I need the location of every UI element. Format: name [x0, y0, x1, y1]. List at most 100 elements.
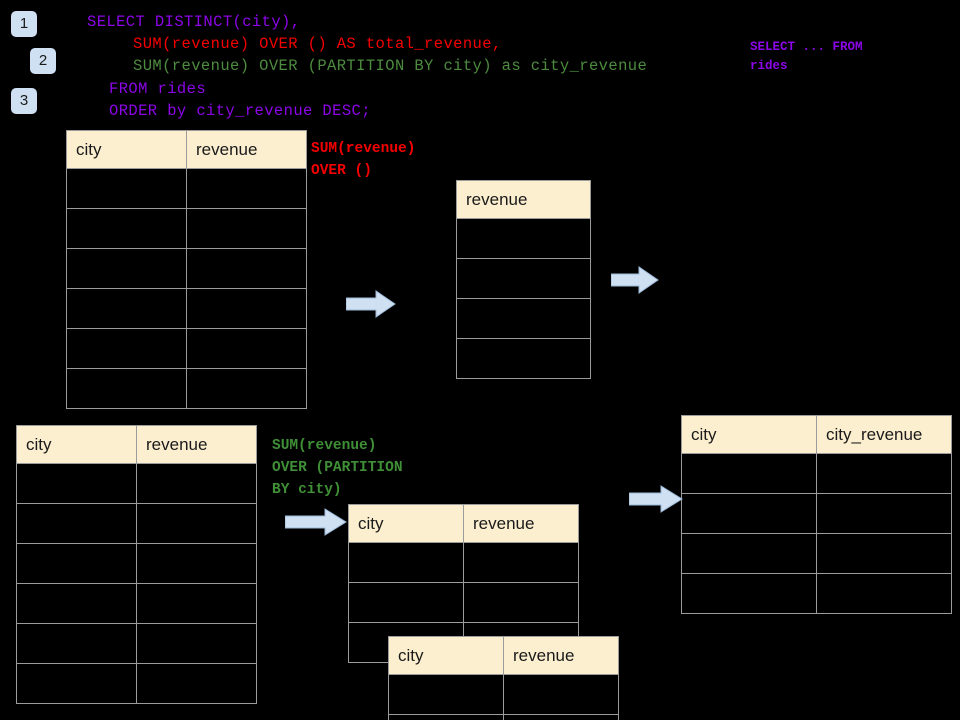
column-header-revenue: revenue — [456, 180, 591, 219]
annotation-over-empty: OVER () — [311, 163, 372, 179]
table-row — [456, 258, 591, 299]
table-row — [66, 288, 307, 329]
table-cell — [66, 368, 187, 409]
table-cell — [66, 328, 187, 369]
table-row — [16, 463, 257, 504]
table-cell — [186, 368, 307, 409]
table-cell — [456, 338, 591, 379]
sql-line-total-revenue: SUM(revenue) OVER () AS total_revenue, — [133, 35, 502, 53]
table-cell — [456, 218, 591, 259]
side-note-select-from: SELECT ... FROM — [750, 40, 863, 54]
table-row — [16, 663, 257, 704]
table-cell — [16, 463, 137, 504]
column-header-revenue: revenue — [503, 636, 619, 675]
table-row — [16, 503, 257, 544]
annotation-sum-revenue-partition-3: BY city) — [272, 482, 342, 498]
column-header-city: city — [348, 504, 464, 543]
table-cell — [16, 503, 137, 544]
table-cell — [816, 453, 952, 494]
arrow-right-icon-bottom-left — [285, 508, 347, 536]
table-row — [456, 298, 591, 339]
table-cell — [463, 582, 579, 623]
table-cell — [503, 674, 619, 715]
table-cell — [388, 714, 504, 720]
table-cell — [503, 714, 619, 720]
table-total-revenue: revenue — [456, 180, 591, 379]
annotation-sum-revenue-partition-1: SUM(revenue) — [272, 438, 377, 454]
table-header-row: revenue — [456, 180, 591, 219]
table-cell — [456, 298, 591, 339]
arrow-right-icon-bottom-right — [629, 485, 683, 513]
sql-line-city-revenue: SUM(revenue) OVER (PARTITION BY city) as… — [133, 57, 648, 75]
table-cell — [186, 248, 307, 289]
table-row — [681, 573, 952, 614]
table-cell — [186, 328, 307, 369]
table-cell — [186, 288, 307, 329]
column-header-revenue: revenue — [136, 425, 257, 464]
table-cell — [136, 503, 257, 544]
table-cell — [816, 493, 952, 534]
table-cell — [463, 542, 579, 583]
table-cell — [816, 573, 952, 614]
annotation-sum-revenue-over: SUM(revenue) — [311, 141, 416, 157]
table-row — [66, 328, 307, 369]
table-cell — [681, 493, 817, 534]
table-cell — [136, 463, 257, 504]
table-cell — [816, 533, 952, 574]
table-row — [66, 168, 307, 209]
table-cell — [681, 573, 817, 614]
table-row — [16, 543, 257, 584]
table-row — [388, 714, 619, 720]
annotation-sum-revenue-partition-2: OVER (PARTITION — [272, 460, 403, 476]
step-badge-2: 2 — [30, 48, 56, 74]
table-cell — [16, 623, 137, 664]
table-row — [681, 453, 952, 494]
table-row — [16, 623, 257, 664]
table-cell — [66, 168, 187, 209]
arrow-right-icon-top-right — [611, 266, 659, 294]
table-row — [66, 208, 307, 249]
table-row — [348, 542, 579, 583]
table-row — [66, 248, 307, 289]
table-row — [681, 533, 952, 574]
table-cell — [66, 208, 187, 249]
table-cell — [16, 543, 137, 584]
column-header-revenue: revenue — [463, 504, 579, 543]
table-cell — [136, 663, 257, 704]
table-cell — [66, 288, 187, 329]
table-cell — [66, 248, 187, 289]
table-cell — [186, 168, 307, 209]
column-header-revenue: revenue — [186, 130, 307, 169]
table-cell — [136, 583, 257, 624]
table-cell — [186, 208, 307, 249]
column-header-city_revenue: city_revenue — [816, 415, 952, 454]
table-cell — [681, 453, 817, 494]
column-header-city: city — [388, 636, 504, 675]
step-badge-3: 3 — [11, 88, 37, 114]
table-row — [388, 674, 619, 715]
arrow-right-icon-top-left — [346, 290, 396, 318]
table-row — [66, 368, 307, 409]
step-badge-1: 1 — [11, 11, 37, 37]
table-cell — [681, 533, 817, 574]
table-row — [348, 582, 579, 623]
column-header-city: city — [681, 415, 817, 454]
table-cell — [348, 542, 464, 583]
sql-line-select: SELECT DISTINCT(city), — [87, 13, 301, 31]
column-header-city: city — [16, 425, 137, 464]
table-cell — [136, 543, 257, 584]
table-cell — [16, 583, 137, 624]
table-cell — [456, 258, 591, 299]
table-row — [456, 218, 591, 259]
table-cell — [388, 674, 504, 715]
column-header-city: city — [66, 130, 187, 169]
sql-line-from: FROM rides — [109, 80, 207, 98]
